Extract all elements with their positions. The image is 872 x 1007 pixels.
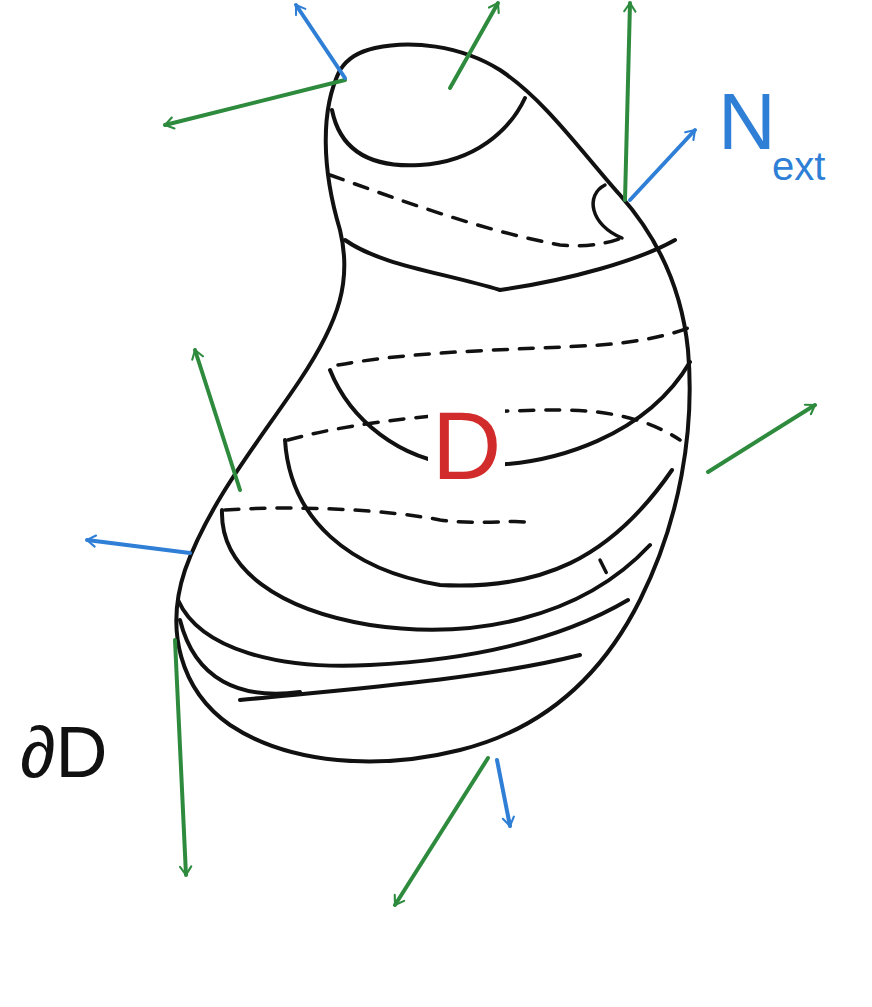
normal-subscript: ext	[772, 146, 825, 186]
domain-outline	[176, 44, 690, 761]
corner-mark	[593, 185, 622, 238]
field-arrows	[165, 3, 815, 905]
hidden-bands	[225, 175, 688, 580]
domain-label: D	[428, 396, 505, 496]
normal-arrows	[87, 5, 695, 826]
normal-symbol: N	[718, 82, 776, 162]
boundary-label: ∂D	[20, 716, 108, 788]
